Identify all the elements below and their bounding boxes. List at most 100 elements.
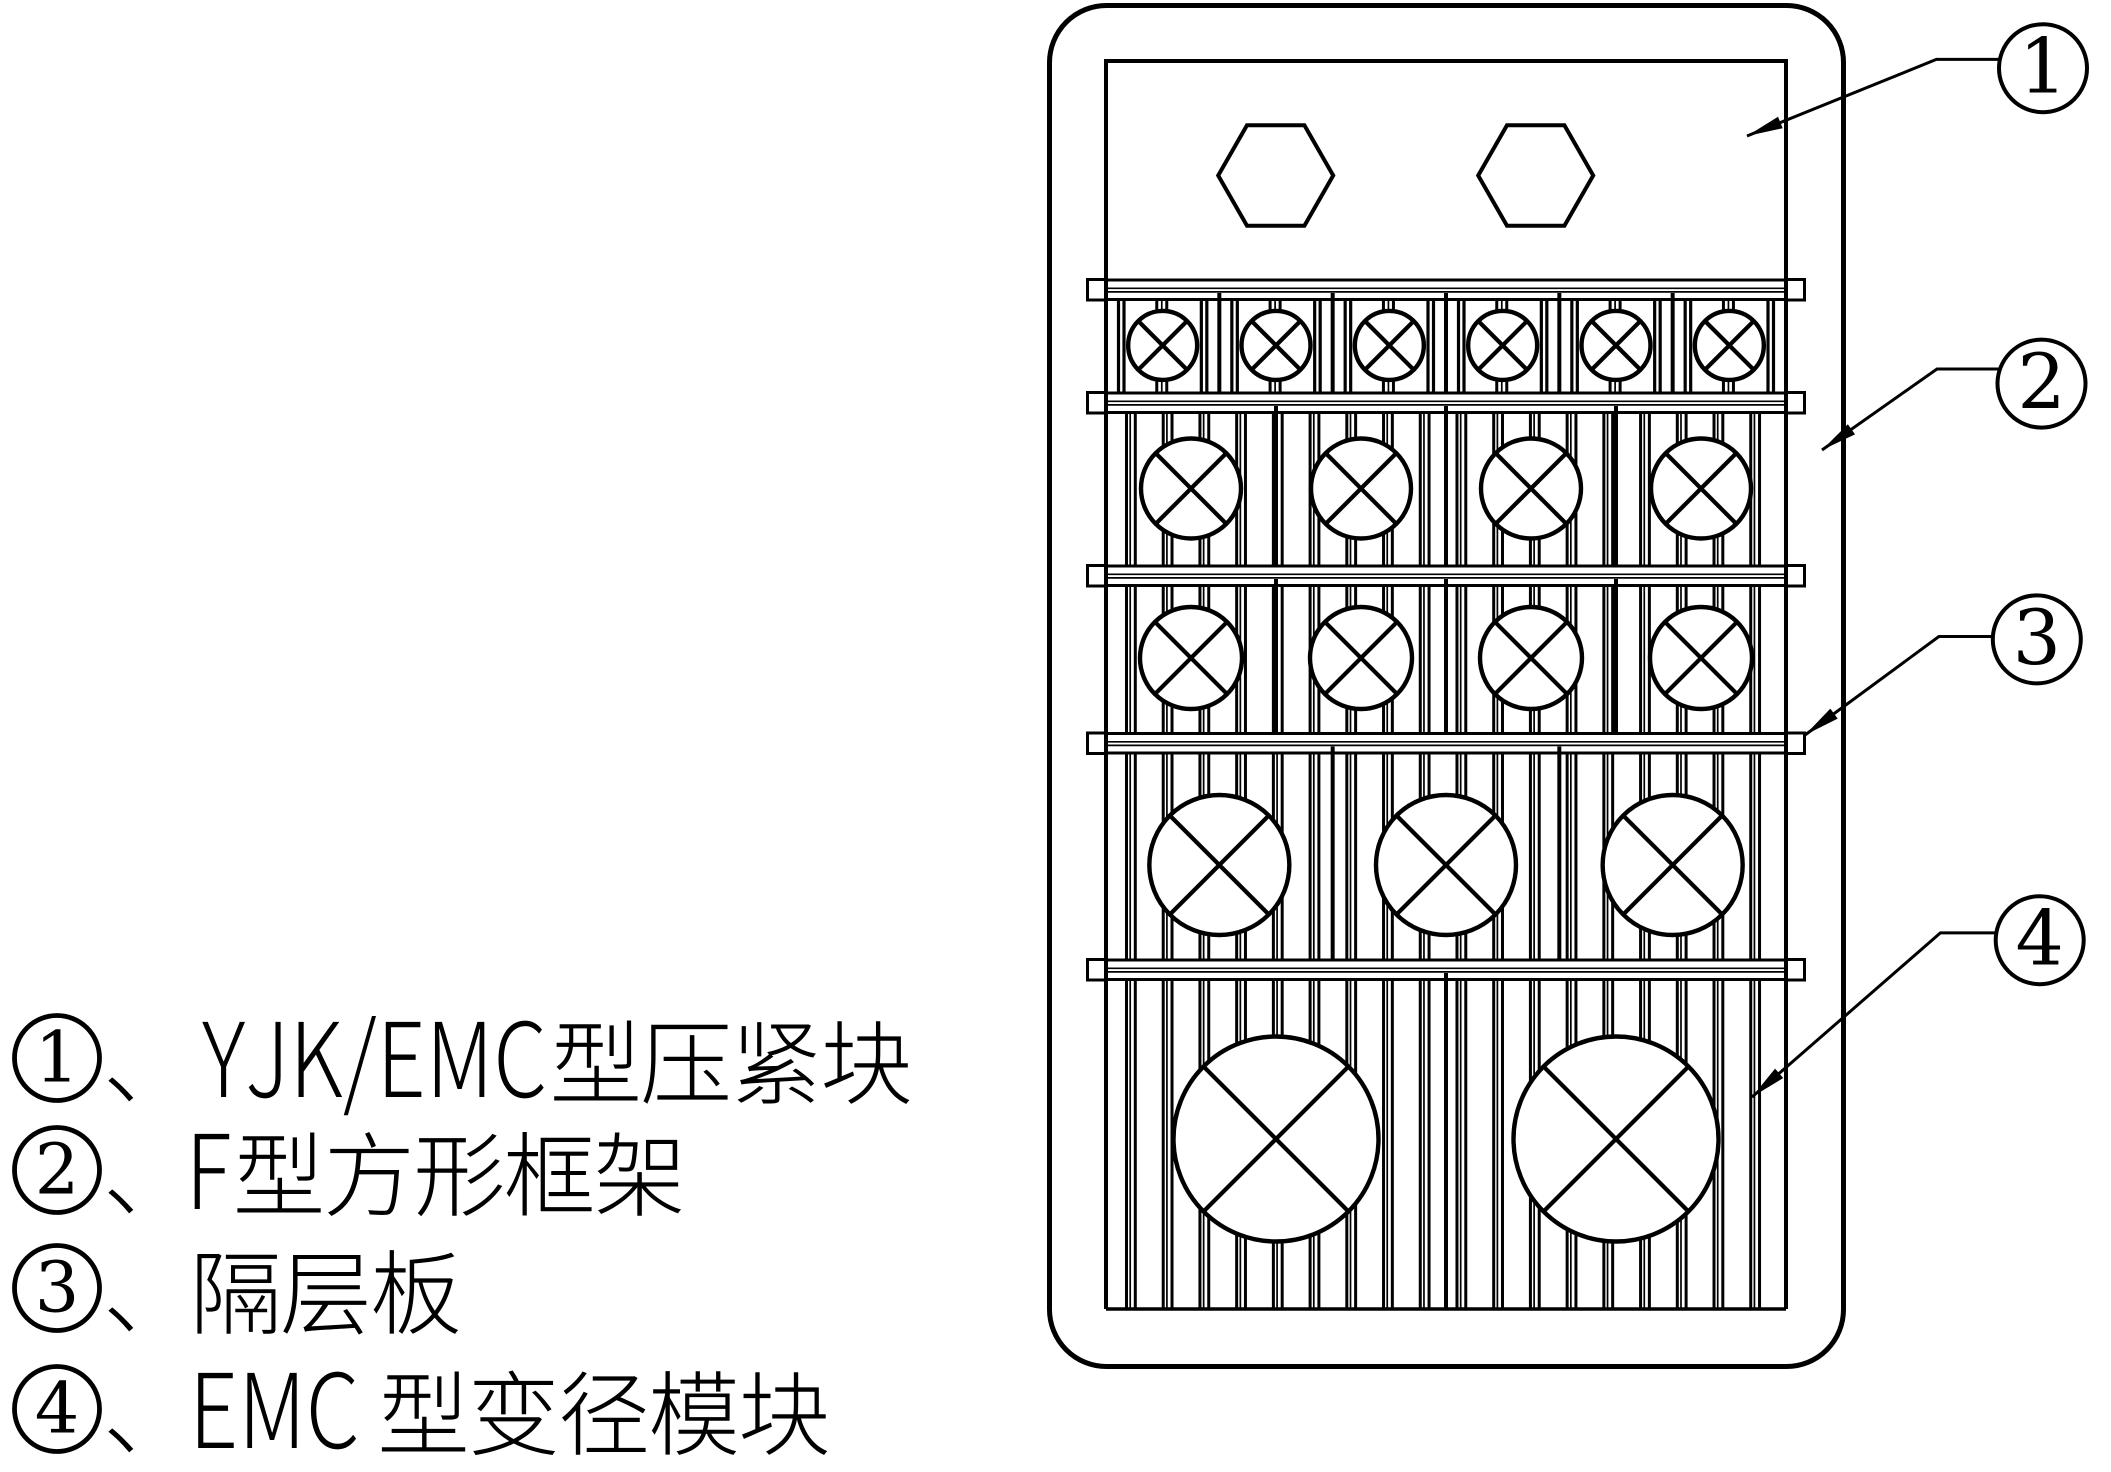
core-cross-line — [1542, 1065, 1690, 1213]
legend-number: 1 — [35, 1017, 80, 1099]
core-cross-line — [1202, 1065, 1350, 1213]
core-cross-line — [1395, 814, 1497, 916]
glyph — [197, 1253, 277, 1334]
core-cross-line — [1590, 319, 1642, 372]
module-core-circle — [1478, 436, 1584, 541]
glyph — [737, 1022, 816, 1104]
module-core-circle — [1477, 604, 1585, 712]
core-cross-line — [1136, 319, 1189, 372]
leader-arrowhead — [1752, 1068, 1784, 1097]
module-core-circle — [1648, 436, 1754, 541]
callout-number: 4 — [2016, 894, 2064, 983]
legend-item-3: 3 — [12, 1243, 459, 1335]
legend-item-4: 4 — [12, 1364, 828, 1456]
core-cross-line — [1324, 451, 1398, 526]
separator-bar-tab-left — [1086, 391, 1107, 415]
legend-number: 2 — [35, 1129, 80, 1211]
module-core-circle — [1137, 604, 1245, 712]
callout-2: 2 — [1821, 337, 2088, 452]
module-core-circle — [1692, 308, 1767, 383]
core-cross-line — [1663, 620, 1739, 696]
separator-bar-tab-left — [1086, 278, 1107, 302]
core-cross-line — [1168, 814, 1271, 916]
core-cross-line — [1703, 319, 1756, 372]
glyph — [498, 1020, 544, 1099]
module-core-circle — [1647, 604, 1755, 712]
callout-circle — [1997, 22, 2089, 115]
glyph — [742, 1372, 828, 1455]
separator-bar-tab-right — [1785, 278, 1806, 302]
callout-number: 2 — [2017, 337, 2065, 426]
glyph — [643, 1024, 728, 1104]
glyph — [108, 1307, 134, 1332]
core-cross-line — [1621, 814, 1724, 916]
glyph — [108, 1428, 134, 1453]
glyph — [248, 1021, 281, 1099]
legend-number-circle — [12, 1013, 102, 1103]
separator-bar-tab-right — [1785, 731, 1806, 755]
glyph — [434, 1021, 485, 1097]
glyph — [562, 1371, 646, 1455]
leader-line — [1804, 635, 1993, 737]
callout-4: 4 — [1751, 894, 2086, 1099]
module-core-circle — [1579, 308, 1653, 383]
glyph — [506, 1131, 592, 1216]
glyph — [824, 1021, 910, 1104]
module-core-circle — [1239, 308, 1313, 383]
legend-number-circle — [12, 1125, 102, 1215]
module-core-circle — [1465, 308, 1540, 383]
separator-bar-body — [1104, 732, 1788, 755]
module-row-1 — [1116, 293, 1776, 393]
leader-line — [1746, 57, 2000, 138]
glyph — [385, 1021, 422, 1097]
callout-number: 1 — [2019, 22, 2067, 111]
leader-arrowhead — [1822, 424, 1856, 450]
legend-label — [197, 1250, 459, 1335]
legend-label — [198, 1370, 828, 1456]
callout-circle — [1995, 337, 2088, 430]
core-cross-line — [1153, 620, 1229, 696]
glyph — [381, 1371, 466, 1452]
glyph — [310, 1371, 357, 1450]
glyph — [473, 1370, 556, 1456]
module-row-2 — [1125, 406, 1762, 566]
core-cross-line — [1664, 451, 1738, 526]
glyph — [554, 1020, 638, 1101]
legend-label — [202, 1015, 910, 1116]
legend-item-1: 1 — [12, 1013, 910, 1116]
core-cross-line — [1363, 319, 1416, 372]
leader-line — [1751, 931, 1997, 1099]
module-core-circle — [1308, 436, 1414, 541]
glyph — [328, 1131, 409, 1216]
core-cross-line — [1250, 319, 1302, 372]
glyph — [417, 1133, 503, 1217]
core-cross-line — [1493, 620, 1569, 696]
glyph — [283, 1254, 367, 1335]
module-core-circle — [1373, 792, 1519, 938]
glyph — [108, 1077, 134, 1102]
legend-number-circle — [12, 1364, 102, 1454]
module-core-circle — [1352, 308, 1427, 383]
leader-arrowhead — [1747, 116, 1783, 136]
module-core-circle — [1171, 1034, 1381, 1244]
separator-bar-tab-left — [1086, 564, 1107, 588]
legend-number: 3 — [35, 1247, 80, 1329]
glyph — [108, 1189, 134, 1214]
legend-item-2: 2 — [12, 1125, 682, 1217]
legend-number: 4 — [35, 1368, 80, 1450]
separator-bar-4 — [1086, 731, 1806, 755]
glyph — [202, 1021, 246, 1097]
separator-bar-tab-right — [1785, 958, 1806, 982]
glyph — [247, 1372, 297, 1448]
core-cross-line — [1494, 451, 1568, 526]
callout-1: 1 — [1746, 22, 2089, 138]
core-cross-line — [1154, 451, 1228, 526]
hex-bolt-head-1 — [1215, 123, 1336, 228]
compression-block-plate — [1104, 59, 1788, 283]
module-core-circle — [1600, 792, 1745, 938]
separator-bar-tab-left — [1086, 731, 1107, 755]
hex-bolt-head-2 — [1475, 123, 1596, 228]
callout-number: 3 — [2013, 593, 2061, 682]
